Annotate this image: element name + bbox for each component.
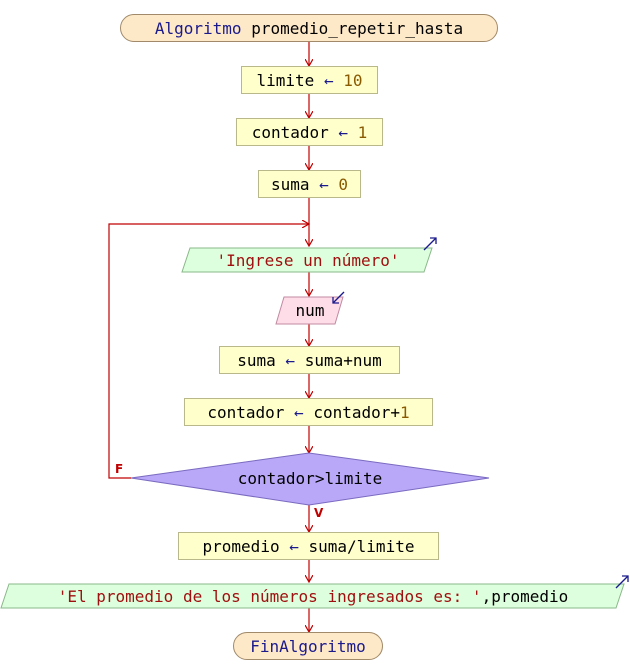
end-terminal: FinAlgoritmo: [233, 632, 383, 660]
assign-promedio-expr: suma/limite: [308, 536, 415, 556]
end-keyword: FinAlgoritmo: [250, 636, 366, 656]
assign-suma-var: suma: [270, 174, 310, 194]
assign-suma-box: suma ← 0: [258, 170, 361, 198]
assign-promedio-var: promedio: [202, 536, 280, 556]
assign-contador-inc-one: 1: [400, 402, 410, 422]
start-terminal: Algoritmo promedio_repetir_hasta: [120, 14, 498, 42]
assign-arrow: ←: [285, 350, 296, 370]
assign-contador-inc-var: contador: [207, 402, 285, 422]
output-result-text: 'El promedio de los números ingresados e…: [6, 584, 620, 608]
decision-true-label: V: [314, 506, 324, 520]
output-prompt-shape: [181, 247, 433, 273]
output-arrow-icon: [423, 237, 437, 251]
assign-contador-inc-expr: contador+: [313, 402, 401, 422]
assign-contador-box: contador ← 1: [236, 118, 383, 146]
assign-arrow: ←: [323, 70, 334, 90]
output-result-var: ,promedio: [481, 586, 569, 606]
assign-suma-acc-var: suma: [237, 350, 276, 370]
assign-arrow: ←: [289, 536, 299, 556]
input-num-text: num: [295, 301, 325, 320]
assign-limite-box: limite ← 10: [241, 66, 378, 94]
loop-back-connector: [108, 224, 309, 479]
assign-suma-value: 0: [338, 174, 349, 194]
assign-limite-value: 10: [343, 70, 363, 90]
assign-limite-var: limite: [256, 70, 315, 90]
assign-promedio-box: promedio ← suma/limite: [178, 532, 439, 560]
start-keyword: Algoritmo: [154, 18, 242, 38]
start-algorithm-name: promedio_repetir_hasta: [251, 18, 464, 38]
assign-contador-inc-box: contador ← contador+1: [184, 398, 433, 426]
decision-condition-text: contador>limite: [237, 468, 383, 488]
output-result-shape: [0, 583, 625, 609]
decision-false-label: F: [115, 462, 124, 476]
assign-suma-acc-expr: suma+num: [304, 350, 382, 370]
assign-arrow: ←: [319, 174, 329, 194]
decision-shape: [130, 452, 490, 506]
output-result-arrow-icon: [615, 575, 629, 589]
assign-arrow: ←: [294, 402, 304, 422]
input-num-shape: [275, 296, 344, 325]
output-prompt-text: 'Ingrese un número': [216, 250, 400, 270]
assign-contador-value: 1: [357, 122, 368, 142]
assign-suma-acc-box: suma ← suma+num: [219, 346, 400, 374]
output-result-string: 'El promedio de los números ingresados e…: [57, 586, 482, 606]
assign-contador-var: contador: [251, 122, 329, 142]
assign-arrow: ←: [338, 122, 349, 142]
input-arrow-icon: [332, 291, 345, 304]
